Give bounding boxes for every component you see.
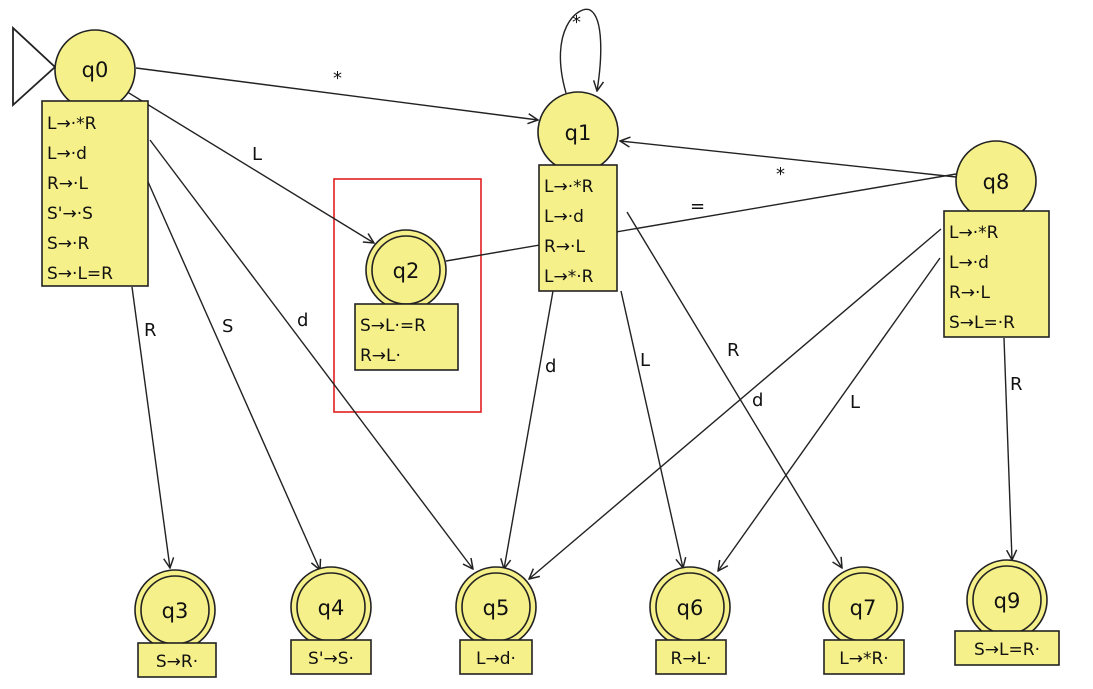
- edge-q1-q1: [559, 8, 600, 94]
- state-label-q5: q5: [483, 596, 510, 620]
- edge-label-q1-q7: R: [727, 340, 740, 361]
- edge-label-q0-q2: L: [252, 144, 262, 165]
- item-box-q6: [655, 639, 727, 675]
- state-q1: q1 L→·*R L→·d R→·L L→*·R: [537, 91, 619, 292]
- transitions-layer: * * L R S d = * d L R d L R: [123, 8, 1023, 579]
- item-q5-0: L→d·: [476, 649, 516, 669]
- state-label-q4: q4: [318, 596, 345, 620]
- edge-label-q1-q5: d: [545, 356, 556, 377]
- edge-q0-q4: [144, 174, 320, 570]
- highlight-box-q2: [333, 178, 482, 413]
- edge-label-q8-q1: *: [776, 164, 785, 185]
- item-q8-1: L→·d: [949, 253, 989, 273]
- item-box-q4: [290, 639, 372, 675]
- state-label-q8: q8: [983, 170, 1010, 194]
- edge-label-q8-q5: d: [752, 390, 763, 411]
- item-q0-3: S'→·S: [47, 204, 93, 224]
- item-box-q5: [459, 639, 533, 675]
- item-box-q2: [354, 303, 459, 371]
- state-q3: q3 S→R·: [134, 569, 217, 678]
- item-q1-3: L→*·R: [544, 267, 594, 287]
- state-q5: q5 L→d·: [455, 566, 537, 675]
- edge-q8-q6: [718, 257, 941, 571]
- start-arrow-icon: [12, 25, 57, 108]
- state-label-q0: q0: [82, 58, 109, 82]
- edge-q8-q1: [620, 141, 957, 178]
- item-box-q8: [943, 210, 1050, 338]
- edge-q1-q6: [620, 290, 683, 568]
- item-q8-3: S→L=·R: [949, 313, 1015, 333]
- state-q8: q8 L→·*R L→·d R→·L S→L=·R: [943, 140, 1050, 338]
- item-q1-1: L→·d: [544, 207, 584, 227]
- item-box-q7: [823, 639, 905, 675]
- state-label-q9: q9: [994, 589, 1021, 613]
- item-q3-0: S→R·: [156, 652, 198, 672]
- item-q9-0: S→L=R·: [974, 640, 1040, 660]
- edge-q0-q3: [131, 286, 170, 568]
- edge-q8-q9: [1003, 337, 1012, 560]
- edge-label-q8-q6: L: [850, 392, 860, 413]
- state-q0: q0 L→·*R L→·d R→·L S'→·S S→·R S→·L=R: [41, 29, 149, 287]
- item-q4-0: S'→S·: [308, 649, 354, 669]
- item-q0-4: S→·R: [47, 234, 89, 254]
- item-q0-0: L→·*R: [47, 114, 97, 134]
- edge-label-q0-q1: *: [333, 68, 342, 89]
- state-q7: q7 L→*R·: [822, 566, 905, 675]
- item-q0-5: S→·L=R: [47, 264, 113, 284]
- item-q2-0: S→L·=R: [360, 316, 426, 336]
- item-q0-1: L→·d: [47, 144, 87, 164]
- edge-q0-q2: [123, 89, 374, 243]
- state-label-q3: q3: [162, 599, 189, 623]
- item-box-q1: [538, 164, 618, 292]
- state-label-q7: q7: [850, 596, 877, 620]
- item-q1-2: R→·L: [544, 237, 585, 257]
- edge-q1-q7: [626, 211, 842, 568]
- edge-q2-q8: [445, 173, 957, 262]
- item-box-q3: [137, 642, 217, 678]
- state-q2: q2 S→L·=R R→L·: [354, 229, 459, 371]
- item-box-q0: [41, 100, 149, 287]
- item-q7-0: L→*R·: [839, 649, 888, 669]
- edge-q8-q5: [529, 228, 942, 579]
- edge-q0-q5: [149, 139, 473, 569]
- state-label-q1: q1: [565, 121, 592, 145]
- item-q8-0: L→·*R: [949, 223, 999, 243]
- edge-label-q0-q5: d: [297, 310, 308, 331]
- edge-q0-q1: [135, 67, 538, 120]
- edge-label-q1-q6: L: [640, 350, 650, 371]
- item-q2-1: R→L·: [360, 346, 401, 366]
- edge-label-q1-q1: *: [572, 12, 581, 33]
- state-q6: q6 R→L·: [649, 566, 731, 675]
- state-q4: q4 S'→S·: [290, 566, 372, 675]
- item-q6-0: R→L·: [671, 649, 712, 669]
- item-q0-2: R→·L: [47, 174, 88, 194]
- edge-q1-q5: [504, 290, 554, 569]
- item-q8-2: R→·L: [949, 283, 990, 303]
- state-label-q6: q6: [677, 596, 704, 620]
- state-label-q2: q2: [393, 259, 420, 283]
- item-q1-0: L→·*R: [544, 177, 594, 197]
- edge-label-q8-q9: R: [1010, 374, 1023, 395]
- item-box-q9: [954, 630, 1060, 666]
- state-q9: q9 S→L=R·: [954, 559, 1060, 666]
- edge-label-q0-q3: R: [144, 320, 157, 341]
- edge-label-q2-q8: =: [690, 196, 705, 217]
- edge-label-q0-q4: S: [222, 316, 233, 337]
